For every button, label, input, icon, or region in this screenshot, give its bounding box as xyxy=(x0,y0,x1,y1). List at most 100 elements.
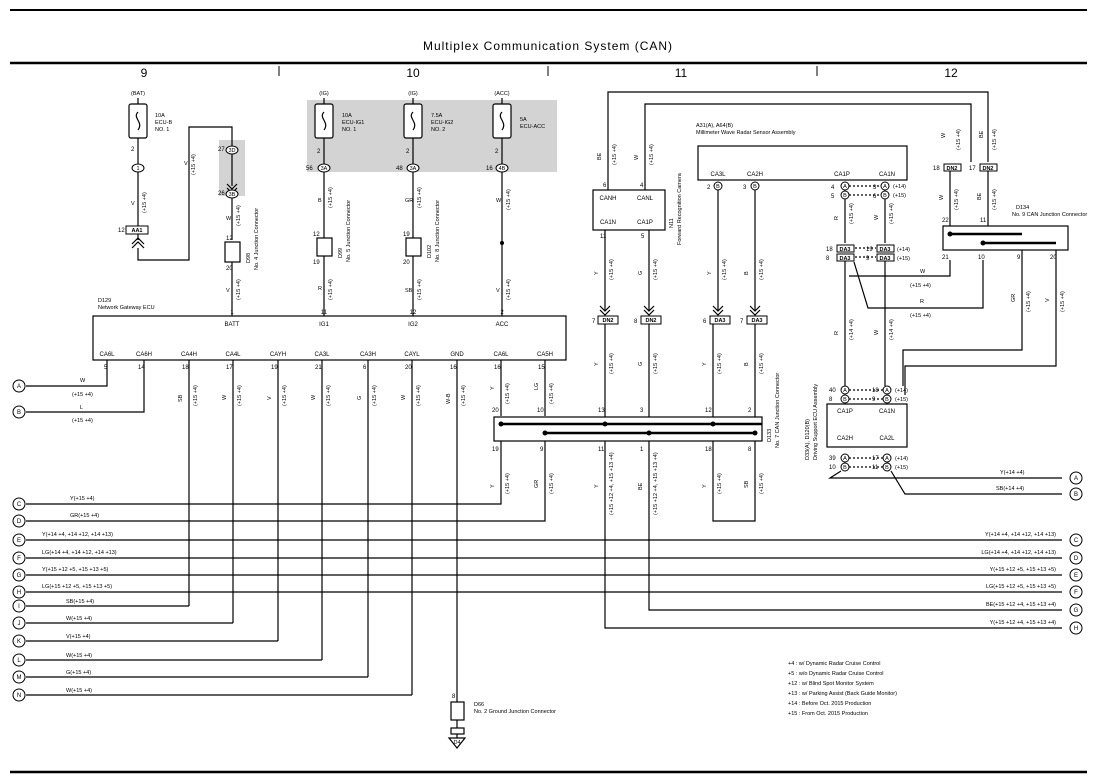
svg-text:18: 18 xyxy=(933,166,940,172)
right-reference-circles: A B C D E F G H xyxy=(1069,471,1083,635)
svg-text:Y: Y xyxy=(594,271,600,275)
svg-text:W: W xyxy=(401,394,407,400)
svg-text:+14 : Before Oct. 2015 Product: +14 : Before Oct. 2015 Production xyxy=(788,701,871,707)
svg-text:B: B xyxy=(885,397,889,403)
svg-text:GR(+15 +4): GR(+15 +4) xyxy=(70,513,99,519)
junction-connector-d134: D134 No. 9 CAN Junction Connector xyxy=(942,205,1087,251)
connector-aa1 xyxy=(125,225,149,235)
svg-text:CA6L: CA6L xyxy=(99,352,115,358)
svg-text:F: F xyxy=(17,556,21,562)
svg-text:18: 18 xyxy=(826,247,833,253)
svg-text:G: G xyxy=(1074,608,1079,614)
svg-text:+4 : w/ Dynamic Radar Cruise C: +4 : w/ Dynamic Radar Cruise Control xyxy=(788,661,880,667)
svg-text:(+15 +4): (+15 +4) xyxy=(372,385,378,406)
svg-text:V: V xyxy=(496,288,500,294)
svg-text:H: H xyxy=(1074,626,1078,632)
svg-text:21: 21 xyxy=(315,365,322,371)
svg-text:W: W xyxy=(496,198,502,204)
svg-text:17: 17 xyxy=(872,456,879,462)
svg-text:LG(+14 +4, +14 +12, +14 +13): LG(+14 +4, +14 +12, +14 +13) xyxy=(981,550,1056,556)
svg-text:9: 9 xyxy=(872,397,876,403)
svg-text:A: A xyxy=(843,388,847,394)
svg-text:CA2H: CA2H xyxy=(837,436,853,442)
svg-text:(+15 +12 +4, +15 +13 +4): (+15 +12 +4, +15 +13 +4) xyxy=(653,452,659,515)
svg-text:12: 12 xyxy=(410,310,417,316)
svg-text:W: W xyxy=(80,378,86,384)
svg-text:SB: SB xyxy=(178,394,184,402)
svg-text:ECU-IG2: ECU-IG2 xyxy=(431,120,453,126)
svg-text:Y: Y xyxy=(702,362,708,366)
connector-dn2-camera: DN2 7 DN2 8 xyxy=(592,305,662,325)
svg-text:1: 1 xyxy=(230,310,234,316)
svg-text:N: N xyxy=(17,693,21,699)
svg-text:D33(A), D120(B): D33(A), D120(B) xyxy=(805,419,811,460)
svg-text:A: A xyxy=(843,456,847,462)
svg-text:19: 19 xyxy=(492,447,499,453)
svg-text:(+15 +4): (+15 +4) xyxy=(954,189,960,210)
svg-text:BE: BE xyxy=(597,152,603,160)
svg-text:No. 5 Junction Connector: No. 5 Junction Connector xyxy=(346,200,352,262)
svg-text:CA5H: CA5H xyxy=(537,352,553,358)
svg-text:3A: 3A xyxy=(410,166,417,172)
column-number-9: 9 xyxy=(141,66,148,80)
svg-text:BE: BE xyxy=(638,482,644,490)
diagram-title: Multiplex Communication System (CAN) xyxy=(423,39,673,53)
svg-text:(+15): (+15) xyxy=(895,465,908,471)
svg-text:3B: 3B xyxy=(229,192,236,198)
svg-text:CA1N: CA1N xyxy=(879,409,895,415)
svg-text:LG(+15 +12 +5, +15 +13 +5): LG(+15 +12 +5, +15 +13 +5) xyxy=(986,584,1056,590)
junction-connector-d133: D133 No. 7 CAN Junction Connector xyxy=(493,373,781,448)
svg-text:2: 2 xyxy=(317,149,321,155)
legend: +4 : w/ Dynamic Radar Cruise Control +5 … xyxy=(788,661,897,717)
svg-text:B: B xyxy=(716,184,720,190)
svg-text:CA2H: CA2H xyxy=(747,172,763,178)
svg-text:18: 18 xyxy=(705,447,712,453)
svg-text:W: W xyxy=(939,194,945,200)
svg-text:(+14): (+14) xyxy=(895,456,908,462)
svg-text:CAYH: CAYH xyxy=(270,352,286,358)
svg-text:Millimeter Wave Radar Sensor A: Millimeter Wave Radar Sensor Assembly xyxy=(696,130,796,136)
svg-text:5: 5 xyxy=(641,234,645,240)
svg-text:CAYL: CAYL xyxy=(404,352,420,358)
svg-text:(+14 +4): (+14 +4) xyxy=(849,319,855,340)
svg-text:L: L xyxy=(80,405,83,411)
svg-text:D129: D129 xyxy=(98,298,111,304)
svg-text:A: A xyxy=(883,184,887,190)
svg-text:A: A xyxy=(17,384,21,390)
svg-text:16: 16 xyxy=(494,365,501,371)
svg-text:11: 11 xyxy=(598,447,605,453)
svg-text:B: B xyxy=(883,193,887,199)
svg-text:10: 10 xyxy=(829,465,836,471)
svg-text:M: M xyxy=(17,675,22,681)
svg-text:ECU-IG1: ECU-IG1 xyxy=(342,120,364,126)
network-gateway-ecu: D129 Network Gateway ECU 1 11 12 2 BATT … xyxy=(92,298,567,361)
svg-text:LG: LG xyxy=(534,383,540,390)
svg-text:17: 17 xyxy=(226,365,233,371)
connector-dn2-top: 18 DN2 17 DN2 xyxy=(933,163,998,172)
svg-text:(+15 +4): (+15 +4) xyxy=(910,283,931,289)
svg-text:NO. 1: NO. 1 xyxy=(155,127,169,133)
svg-text:12: 12 xyxy=(226,236,233,242)
svg-text:(+15 +4): (+15 +4) xyxy=(417,187,423,208)
svg-text:W: W xyxy=(226,216,232,222)
svg-text:18: 18 xyxy=(182,365,189,371)
svg-text:11: 11 xyxy=(321,310,328,316)
svg-text:(+15 +4): (+15 +4) xyxy=(1026,291,1032,312)
svg-text:(+15 +4): (+15 +4) xyxy=(722,259,728,280)
svg-text:15: 15 xyxy=(538,365,545,371)
svg-text:27: 27 xyxy=(218,147,225,153)
svg-text:(+15 +4): (+15 +4) xyxy=(649,144,655,165)
svg-text:B: B xyxy=(318,198,322,204)
svg-text:Driving Support ECU Assembly: Driving Support ECU Assembly xyxy=(813,384,819,460)
svg-text:DN2: DN2 xyxy=(602,318,613,324)
svg-text:(+14): (+14) xyxy=(895,388,908,394)
svg-text:(+14): (+14) xyxy=(897,247,910,253)
svg-text:DA3: DA3 xyxy=(839,247,850,253)
svg-text:B: B xyxy=(843,193,847,199)
svg-text:7: 7 xyxy=(592,319,596,325)
svg-text:16: 16 xyxy=(450,365,457,371)
svg-text:2: 2 xyxy=(131,147,135,153)
svg-text:B: B xyxy=(744,271,750,275)
svg-text:DN2: DN2 xyxy=(645,318,656,324)
svg-text:(+15 +4): (+15 +4) xyxy=(237,385,243,406)
